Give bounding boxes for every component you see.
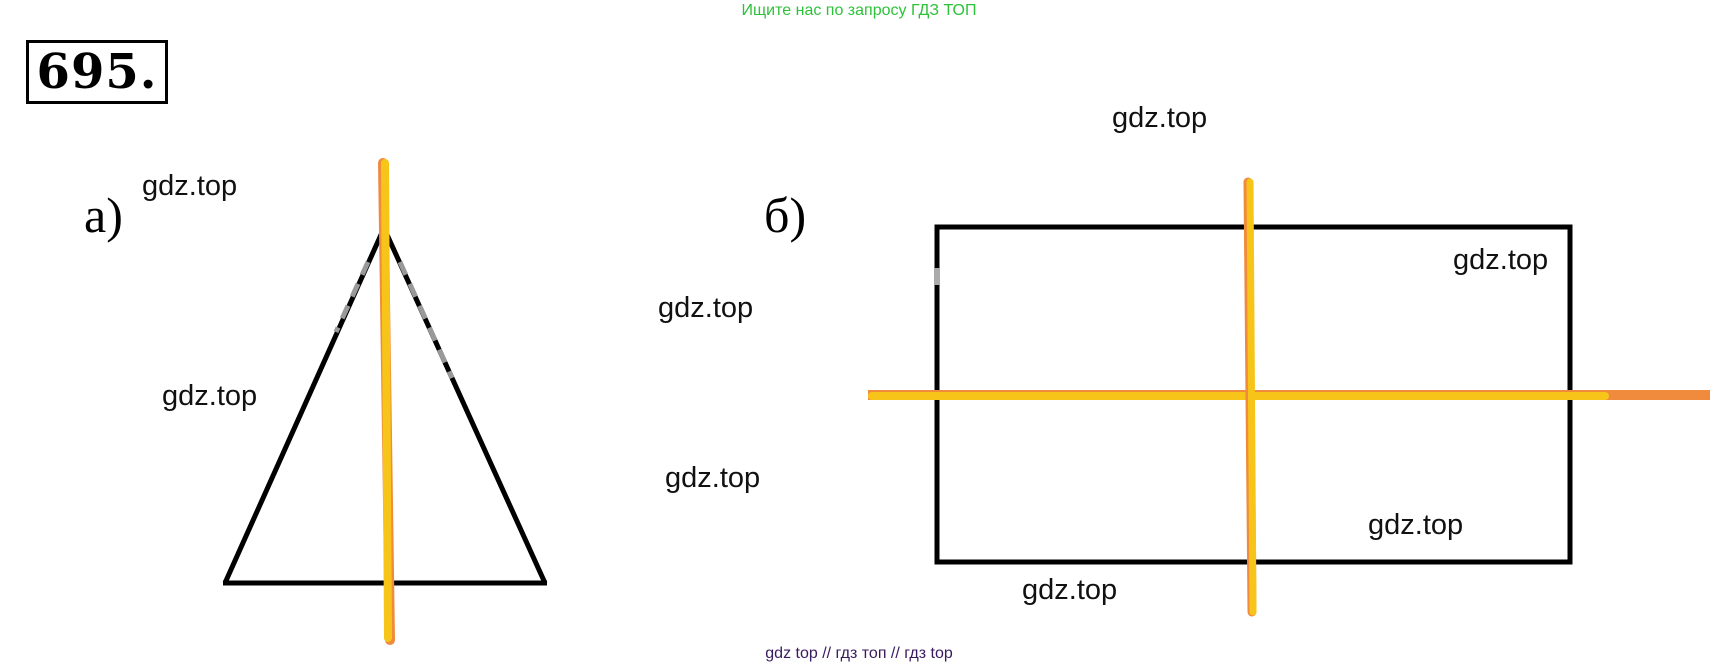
watermark: gdz.top — [658, 292, 754, 324]
part-a-label: а) — [84, 187, 123, 243]
footer-links: gdz top // гдз топ // гдз top — [765, 645, 953, 662]
watermark: gdz.top — [1453, 244, 1549, 276]
watermark: gdz.top — [162, 380, 258, 412]
triangle-dashed-right — [397, 260, 455, 380]
rectangle-horizontal-axis — [868, 390, 1710, 400]
triangle-right-side — [381, 226, 548, 585]
watermark: gdz.top — [1368, 509, 1464, 541]
triangle-dashed-left — [333, 260, 371, 334]
search-hint: Ищите нас по запросу ГДЗ ТОП — [741, 2, 977, 19]
triangle-symmetry-axis — [378, 158, 395, 645]
axis-yellow-a — [381, 159, 392, 642]
part-b-label: б) — [764, 187, 807, 243]
problem-number: 695. — [26, 40, 168, 104]
watermark: gdz.top — [665, 462, 761, 494]
rectangle-vertical-axis — [1243, 177, 1257, 617]
watermark: gdz.top — [1112, 102, 1208, 134]
watermark: gdz.top — [1022, 574, 1118, 606]
axis-yellow-vertical — [1246, 178, 1257, 616]
watermark: gdz.top — [142, 170, 238, 202]
